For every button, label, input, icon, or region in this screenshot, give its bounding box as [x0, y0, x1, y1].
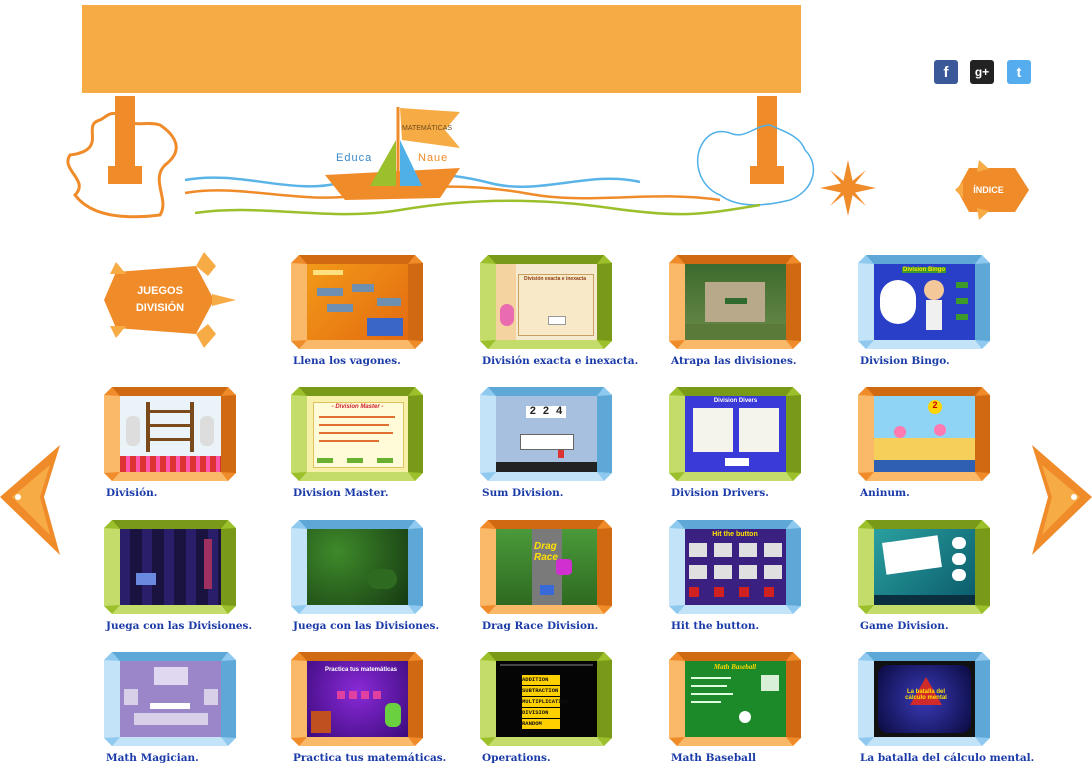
game-title: Game Division. — [860, 620, 949, 632]
game-title: Division Drivers. — [671, 487, 769, 499]
game-thumbnail: La batalla del cálculo mental — [874, 661, 975, 737]
game-tile[interactable]: División exacta e inexacta División exac… — [480, 255, 638, 367]
right-post-base — [750, 166, 784, 184]
thumb-title: Division Divers — [713, 398, 758, 404]
game-thumbnail — [120, 529, 221, 605]
game-title: Juega con las Divisiones. — [293, 620, 440, 632]
game-title: Math Baseball — [671, 752, 756, 764]
game-thumbnail: Hit the button — [685, 529, 786, 605]
game-title: División. — [106, 487, 158, 499]
game-title: Hit the button. — [671, 620, 760, 632]
game-title: Juega con las Divisiones. — [106, 620, 253, 632]
game-thumbnail: Division Divers — [685, 396, 786, 472]
wave-green — [194, 199, 761, 216]
boat-flag — [400, 108, 460, 148]
game-tile[interactable]: 2 2 4 Sum Division. — [480, 387, 630, 499]
compass-star — [820, 160, 876, 216]
game-tile[interactable]: División. — [104, 387, 254, 499]
game-thumbnail: Drag Race — [496, 529, 597, 605]
prev-page-arrow-icon[interactable] — [0, 445, 60, 555]
facebook-icon[interactable]: f — [934, 60, 958, 84]
game-title: Division Master. — [293, 487, 389, 499]
game-tile[interactable]: Division Divers Division Drivers. — [669, 387, 819, 499]
game-title: Llena los vagones. — [293, 355, 401, 367]
section-title-badge: JUEGOS DIVISIÓN — [104, 252, 236, 348]
thumb-digit: 2 — [928, 400, 942, 414]
google-plus-icon[interactable]: g+ — [970, 60, 994, 84]
turtle-icon — [104, 252, 236, 348]
game-thumbnail: División exacta e inexacta — [496, 264, 597, 340]
game-thumbnail — [307, 264, 408, 340]
game-thumbnail: 2 2 4 — [496, 396, 597, 472]
game-tile[interactable]: Juega con las Divisiones. — [291, 520, 441, 632]
thumb-title: Division Bingo — [902, 267, 946, 273]
game-title: Math Magician. — [106, 752, 199, 764]
game-tile[interactable]: 2 Aninum. — [858, 387, 1008, 499]
spain-map-outline — [66, 111, 178, 219]
game-thumbnail: - Division Master - — [307, 396, 408, 472]
game-title: Practica tus matemáticas. — [293, 752, 447, 764]
logo-word-left: Educa — [336, 152, 373, 164]
left-post-base — [108, 166, 142, 184]
game-thumbnail: 2 — [874, 396, 975, 472]
game-thumbnail: Practica tus matemáticas — [307, 661, 408, 737]
game-thumbnail — [307, 529, 408, 605]
game-tile[interactable]: Llena los vagones. — [291, 255, 441, 367]
game-title: Sum Division. — [482, 487, 564, 499]
turtle-icon — [955, 160, 1029, 220]
thumb-digits: 2 2 4 — [526, 406, 566, 418]
section-title-line1: JUEGOS — [137, 285, 183, 297]
game-tile[interactable]: Math Magician. — [104, 652, 254, 764]
left-post — [115, 96, 135, 171]
game-thumbnail — [120, 396, 221, 472]
next-page-arrow-icon[interactable] — [1032, 445, 1092, 555]
game-tile[interactable]: Math Baseball Math Baseball — [669, 652, 819, 764]
game-tile[interactable]: - Division Master - Division Master. — [291, 387, 441, 499]
thumb-title: La batalla del cálculo mental — [905, 689, 947, 701]
right-post — [757, 96, 777, 171]
boat-sail-green — [370, 140, 396, 186]
logo-mast-label: MATEMÁTICAS — [402, 125, 453, 132]
game-tile[interactable]: Hit the button Hit the button. — [669, 520, 819, 632]
thumb-title: Drag Race — [534, 541, 558, 563]
game-title: Aninum. — [860, 487, 910, 499]
game-thumbnail: Math Baseball — [685, 661, 786, 737]
game-tile[interactable]: Division Bingo Division Bingo. — [858, 255, 1008, 367]
game-title: Division Bingo. — [860, 355, 950, 367]
thumb-title: División exacta e inexacta — [524, 276, 586, 282]
game-tile[interactable]: Juega con las Divisiones. — [104, 520, 254, 632]
game-tile[interactable]: Atrapa las divisiones. — [669, 255, 819, 367]
thumb-title: Practica tus matemáticas — [324, 667, 398, 673]
game-thumbnail — [120, 661, 221, 737]
game-title: Drag Race Division. — [482, 620, 599, 632]
game-thumbnail: Division Bingo — [874, 264, 975, 340]
header-decoration — [66, 96, 876, 219]
logo-word-right: Naue — [418, 152, 449, 164]
game-tile[interactable]: Game Division. — [858, 520, 1008, 632]
thumb-title: Hit the button — [712, 531, 758, 538]
boat-sail-blue — [400, 140, 422, 186]
game-tile[interactable]: La batalla del cálculo mental La batalla… — [858, 652, 1034, 764]
indice-label: ÍNDICE — [973, 184, 1004, 195]
game-title: Operations. — [482, 752, 551, 764]
game-tile[interactable]: Practica tus matemáticas Practica tus ma… — [291, 652, 446, 764]
section-title-line2: DIVISIÓN — [135, 302, 185, 314]
thumb-title: Math Baseball — [713, 663, 757, 671]
game-title: Atrapa las divisiones. — [671, 355, 797, 367]
game-tile[interactable]: Drag Race Drag Race Division. — [480, 520, 630, 632]
game-title: La batalla del cálculo mental. — [860, 752, 1035, 764]
game-thumbnail — [874, 529, 975, 605]
twitter-icon[interactable]: t — [1007, 60, 1031, 84]
map-outline-blue — [696, 124, 815, 206]
wave-orange — [184, 185, 721, 202]
indice-button[interactable]: ÍNDICE — [955, 160, 1030, 220]
thumb-title: - Division Master - — [331, 404, 384, 410]
game-thumbnail — [685, 264, 786, 340]
header-banner — [82, 5, 801, 93]
game-title: División exacta e inexacta. — [482, 355, 639, 367]
